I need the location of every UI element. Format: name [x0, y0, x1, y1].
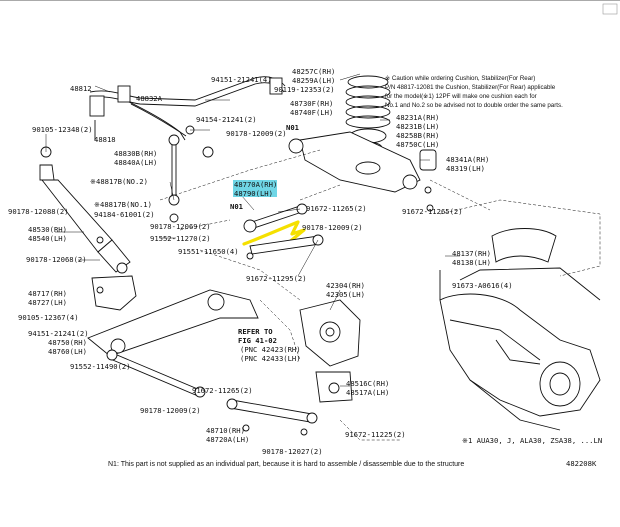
- label-90178-c: 90178-12068(2): [26, 255, 87, 264]
- bushing: [419, 149, 437, 212]
- label-48137: 48137(RH): [452, 249, 491, 258]
- label-90178-d: 90178-12009(2): [226, 129, 287, 138]
- label-90178-b: 90178-12069(2): [150, 222, 211, 231]
- label-48750: 48750(RH): [48, 338, 87, 347]
- lower-arm: [87, 275, 259, 357]
- label-model-applicability: ※1 AUA30, J, ALA30, ZSA38, ...LN: [462, 436, 602, 445]
- label-48530: 48530(RH): [28, 225, 67, 234]
- part-labels: 48812 48832A 48818 94151-21241(4) 94154-…: [8, 67, 602, 468]
- label-48717: 48717(RH): [28, 289, 67, 298]
- label-42305: 42305(LH): [326, 290, 365, 299]
- label-48710: 48710(RH): [206, 426, 245, 435]
- label-n01-b: N01: [230, 202, 243, 211]
- label-48750c: 48750C(LH): [396, 140, 439, 149]
- label-42304: 42304(RH): [326, 281, 365, 290]
- label-48818: 48818: [94, 135, 116, 144]
- footer-note: N1: This part is not supplied as an indi…: [108, 461, 464, 468]
- shock-absorber: [39, 146, 131, 274]
- label-refer-fig: FIG 41-02: [238, 336, 277, 345]
- label-48138: 48138(LH): [452, 258, 491, 267]
- caution-line-1: ※ Caution while ordering Cushion, Stabil…: [385, 75, 535, 82]
- label-n01-a: N01: [286, 123, 299, 132]
- guide-lines: [159, 149, 491, 441]
- highlight-annotation: [242, 220, 306, 250]
- toe-link: [246, 234, 324, 260]
- label-91551: 91551-11650(4): [178, 247, 239, 256]
- label-48231b: 48231B(LH): [396, 122, 439, 131]
- label-91552-b: 91552-11490(2): [70, 362, 131, 371]
- label-refer-to: REFER TO: [238, 327, 273, 336]
- label-90105-b: 90105-12367(4): [18, 313, 79, 322]
- reference-frame: [439, 199, 601, 277]
- label-48258: 48258B(RH): [396, 131, 439, 140]
- leader-lines: [45, 73, 460, 387]
- label-48516: 48516C(RH): [346, 379, 389, 388]
- label-48790: 48790(LH): [234, 189, 273, 198]
- label-48257: 48257C(RH): [292, 67, 335, 76]
- label-91672-b: 91672-11265(2): [402, 207, 463, 216]
- label-94151: 94151-21241(4): [211, 75, 272, 84]
- label-91672-a: 91672-11265(2): [306, 204, 367, 213]
- highlight-box: [233, 180, 277, 197]
- label-48830: 48830B(RH): [114, 149, 157, 158]
- label-48770a: 48770A(RH): [234, 180, 277, 189]
- corner-box: [602, 3, 618, 15]
- caution-line-2: P/N 48817-12081 the Cushion, Stabilizer(…: [385, 84, 556, 91]
- cover-plate: [491, 228, 557, 263]
- upper-link: [243, 203, 308, 233]
- label-48259: 48259A(LH): [292, 76, 335, 85]
- label-48760: 48760(LH): [48, 347, 87, 356]
- label-90105: 90105-12348(2): [32, 125, 93, 134]
- label-48341: 48341A(RH): [446, 155, 489, 164]
- axle-carrier: [299, 299, 361, 403]
- label-91672-e: 91672-11225(2): [345, 430, 406, 439]
- label-refer-pnc2: (PNC 42433(LH): [240, 354, 301, 363]
- label-90178-f: 90178-12009(2): [140, 406, 201, 415]
- lower-link-center: [226, 398, 318, 436]
- label-refer-pnc1: (PNC 42423(RH): [240, 345, 301, 354]
- upper-control-arm: [288, 131, 421, 193]
- label-48840: 48840A(LH): [114, 158, 157, 167]
- label-48832a: 48832A: [136, 94, 163, 103]
- label-94184: 94184-61001(2): [94, 210, 155, 219]
- label-94154: 94154-21241(2): [196, 115, 257, 124]
- label-90178-e: 90178-12009(2): [302, 223, 363, 232]
- caution-line-4: No.1 and No.2 so be advised not to doubl…: [385, 102, 563, 109]
- label-91672-d: 91672-11265(2): [192, 386, 253, 395]
- label-48817-no2: ※48817B(NO.2): [90, 177, 148, 186]
- label-48720: 48720A(LH): [206, 435, 249, 444]
- label-48727: 48727(LH): [28, 298, 67, 307]
- label-91552: 91552-11270(2): [150, 234, 211, 243]
- label-91673: 91673-A0616(4): [452, 281, 513, 290]
- label-48540: 48540(LH): [28, 234, 67, 243]
- label-illustration-code: 482208K: [566, 459, 597, 468]
- label-48730: 48730F(RH): [290, 99, 333, 108]
- label-48319: 48319(LH): [446, 164, 485, 173]
- suspension-member: [439, 267, 601, 431]
- label-90119: 90119-12353(2): [274, 85, 335, 94]
- label-91672-c: 91672-11295(2): [246, 274, 307, 283]
- label-48517: 48517A(LH): [346, 388, 389, 397]
- label-48812: 48812: [70, 84, 92, 93]
- caution-line-3: for the model(※1) 12PF will make one cus…: [385, 93, 537, 100]
- label-48740: 48740F(LH): [290, 108, 333, 117]
- label-94151-b: 94151-21241(2): [28, 329, 89, 338]
- label-90178-a: 90178-12088(2): [8, 207, 69, 216]
- label-48231a: 48231A(RH): [396, 113, 439, 122]
- stabilizer-link: [168, 134, 180, 223]
- label-90178-g: 90178-12027(2): [262, 447, 323, 456]
- label-48817-no1: ※48817B(NO.1): [94, 200, 152, 209]
- lower-link: [106, 349, 206, 398]
- stabilizer-bar: [89, 76, 286, 158]
- caution-note: ※ Caution while ordering Cushion, Stabil…: [385, 75, 563, 109]
